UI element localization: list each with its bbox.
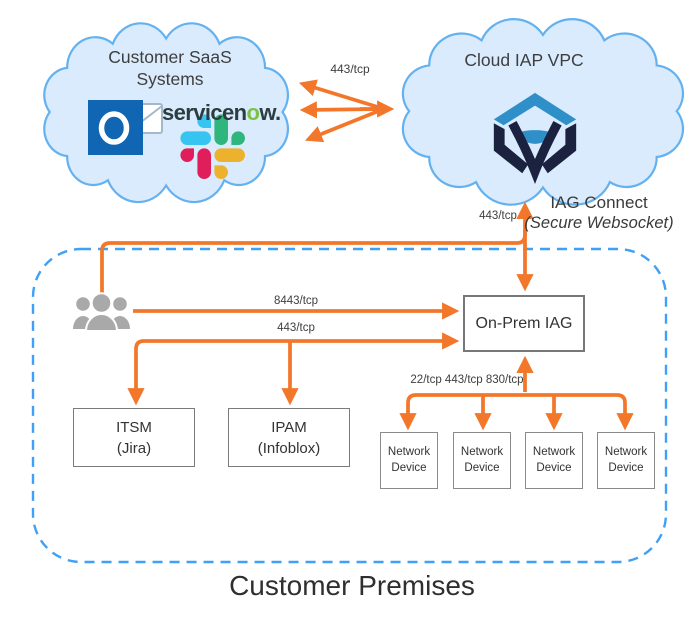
saas-vpc-port-label: 443/tcp bbox=[330, 62, 370, 76]
servicenow-text-post: w. bbox=[259, 100, 281, 125]
itsm-label-line1: ITSM bbox=[116, 418, 152, 436]
device-label-line1: Network bbox=[532, 446, 576, 458]
iag-connect-label: IAG Connect (Secure Websocket) bbox=[524, 192, 673, 234]
network-device-box-3: Network Device bbox=[525, 432, 583, 489]
network-device-box-1: Network Device bbox=[380, 432, 438, 489]
onprem-iag-label: On-Prem IAG bbox=[475, 314, 573, 332]
device-label-line2: Device bbox=[391, 461, 427, 474]
ipam-label-line2: (Infoblox) bbox=[257, 439, 321, 457]
saas-vpc-arrows bbox=[298, 79, 395, 143]
outlook-icon bbox=[88, 100, 163, 155]
vpc-iag-port-label: 443/tcp bbox=[479, 210, 517, 222]
vpc-cloud-title: Cloud IAP VPC bbox=[464, 50, 584, 70]
device-label-line1: Network bbox=[460, 446, 504, 458]
ipam-box: IPAM (Infoblox) bbox=[228, 408, 350, 467]
device-label-line2: Device bbox=[536, 461, 572, 474]
servicenow-text-pre: servicen bbox=[162, 100, 247, 125]
ipam-label-line1: IPAM bbox=[271, 418, 307, 436]
servicenow-logo: servicenow. bbox=[162, 100, 281, 126]
saas-cloud-title-line1: Customer SaaS bbox=[108, 47, 232, 67]
servicenow-green-o: o bbox=[246, 100, 260, 125]
slack-icon bbox=[180, 114, 245, 179]
users-icon bbox=[73, 292, 130, 332]
vpc-cloud-shape bbox=[401, 17, 685, 206]
saas-cloud-title: Customer SaaS Systems bbox=[108, 46, 232, 90]
iag-devices-arrows bbox=[399, 355, 634, 431]
users-to-cloud-line bbox=[100, 230, 527, 293]
device-label-line2: Device bbox=[464, 461, 500, 474]
itsm-label-line2: (Jira) bbox=[116, 439, 152, 457]
iag-connect-line1: IAG Connect bbox=[550, 193, 648, 212]
users-iag-port-label: 8443/tcp bbox=[273, 295, 319, 307]
customer-premises-title: Customer Premises bbox=[229, 570, 475, 601]
itential-icon bbox=[493, 92, 577, 185]
iag-devices-port-label: 22/tcp 443/tcp 830/tcp bbox=[410, 374, 524, 386]
device-label-line1: Network bbox=[387, 446, 431, 458]
device-label-line1: Network bbox=[604, 446, 648, 458]
itsm-box: ITSM (Jira) bbox=[73, 408, 195, 467]
iag-connect-line2: (Secure Websocket) bbox=[524, 214, 674, 232]
saas-cloud-title-line2: Systems bbox=[136, 69, 204, 89]
onprem-iag-box: On-Prem IAG bbox=[463, 295, 585, 352]
iag-itsm-ipam-arrows bbox=[127, 332, 460, 406]
iag-itsm-ipam-port-label: 443/tcp bbox=[277, 322, 315, 334]
customer-premises-boundary bbox=[31, 247, 668, 564]
device-label-line2: Device bbox=[608, 461, 644, 474]
network-device-box-2: Network Device bbox=[453, 432, 511, 489]
network-device-box-4: Network Device bbox=[597, 432, 655, 489]
